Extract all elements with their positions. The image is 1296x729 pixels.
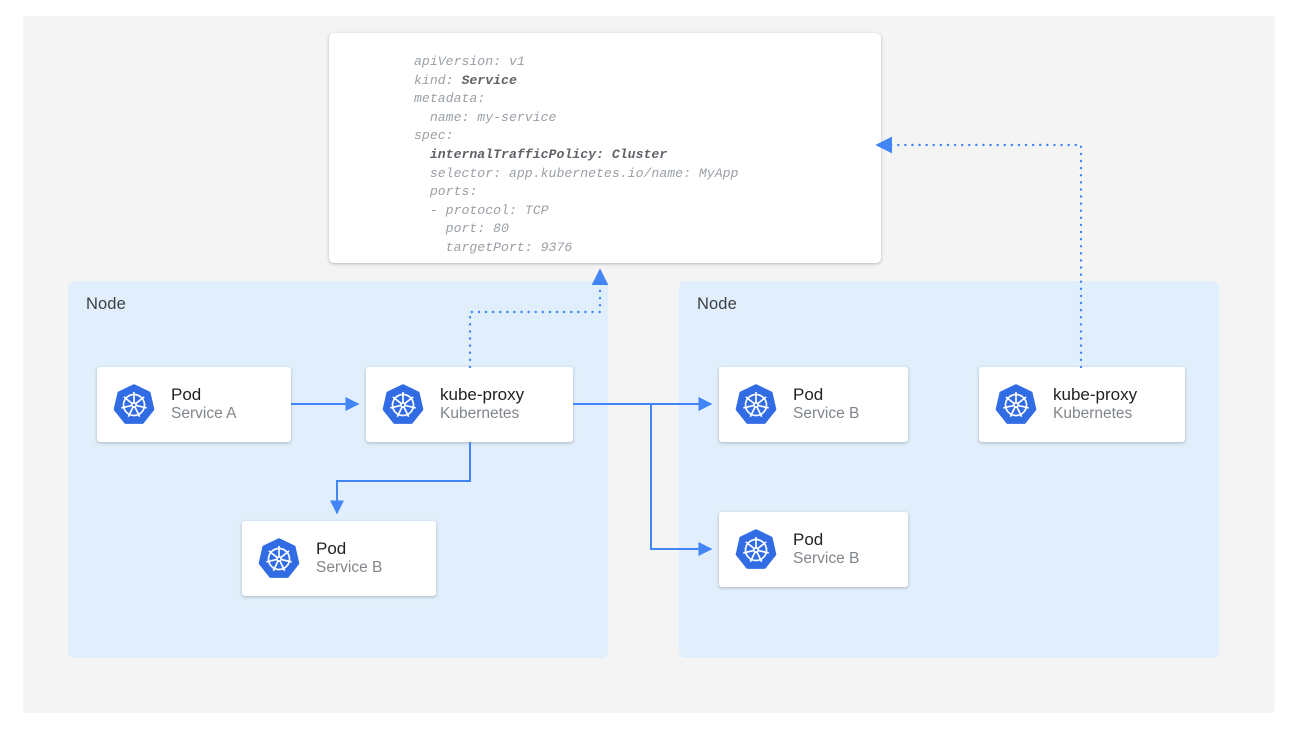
manifest-line: ports:	[414, 184, 478, 200]
manifest-line: port: 80	[414, 221, 509, 237]
kubernetes-icon	[995, 383, 1037, 426]
entity-title: Pod	[793, 529, 824, 549]
kubernetes-icon	[382, 383, 424, 426]
entity-subtitle: Service B	[793, 405, 860, 423]
entity-kube-proxy-left[interactable]: kube-proxy Kubernetes	[366, 367, 573, 442]
entity-pod-service-b-left[interactable]: Pod Service B	[242, 521, 436, 596]
kubernetes-icon	[735, 383, 777, 426]
entity-title: Pod	[171, 384, 202, 404]
entity-title: kube-proxy	[1053, 384, 1138, 404]
kubernetes-icon	[735, 528, 777, 571]
entity-title: Pod	[793, 384, 824, 404]
entity-subtitle: Kubernetes	[1053, 405, 1133, 423]
entity-kube-proxy-right[interactable]: kube-proxy Kubernetes	[979, 367, 1185, 442]
manifest-line: name: my-service	[414, 109, 557, 125]
manifest-line: apiVersion: v1	[414, 54, 525, 69]
entity-title: kube-proxy	[440, 384, 525, 404]
manifest-line: targetPort: 9376	[414, 239, 573, 255]
entity-pod-service-b-top[interactable]: Pod Service B	[719, 367, 908, 442]
entity-subtitle: Kubernetes	[440, 405, 520, 423]
entity-pod-service-b-bottom[interactable]: Pod Service B	[719, 512, 908, 587]
service-manifest-code: apiVersion: v1 kind: Service metadata: nam…	[329, 33, 881, 258]
node-label-right: Node	[697, 295, 737, 313]
manifest-line: metadata:	[414, 91, 486, 107]
kubernetes-icon	[258, 537, 300, 580]
kubernetes-icon	[113, 383, 155, 426]
node-group-left: Node	[68, 281, 608, 658]
node-group-right: Node	[679, 281, 1219, 658]
manifest-line: - protocol: TCP	[414, 202, 549, 218]
entity-subtitle: Service B	[316, 559, 383, 577]
manifest-line: kind: Service	[414, 72, 517, 88]
manifest-line: selector: app.kubernetes.io/name: MyApp	[414, 165, 739, 181]
entity-pod-service-a[interactable]: Pod Service A	[97, 367, 291, 442]
node-label-left: Node	[86, 295, 126, 313]
manifest-line: spec:	[414, 128, 454, 144]
manifest-line: internalTrafficPolicy: Cluster	[429, 146, 668, 162]
entity-title: Pod	[316, 538, 347, 558]
service-manifest-card: apiVersion: v1 kind: Service metadata: nam…	[329, 33, 881, 263]
entity-subtitle: Service A	[171, 405, 237, 423]
entity-subtitle: Service B	[793, 550, 860, 568]
